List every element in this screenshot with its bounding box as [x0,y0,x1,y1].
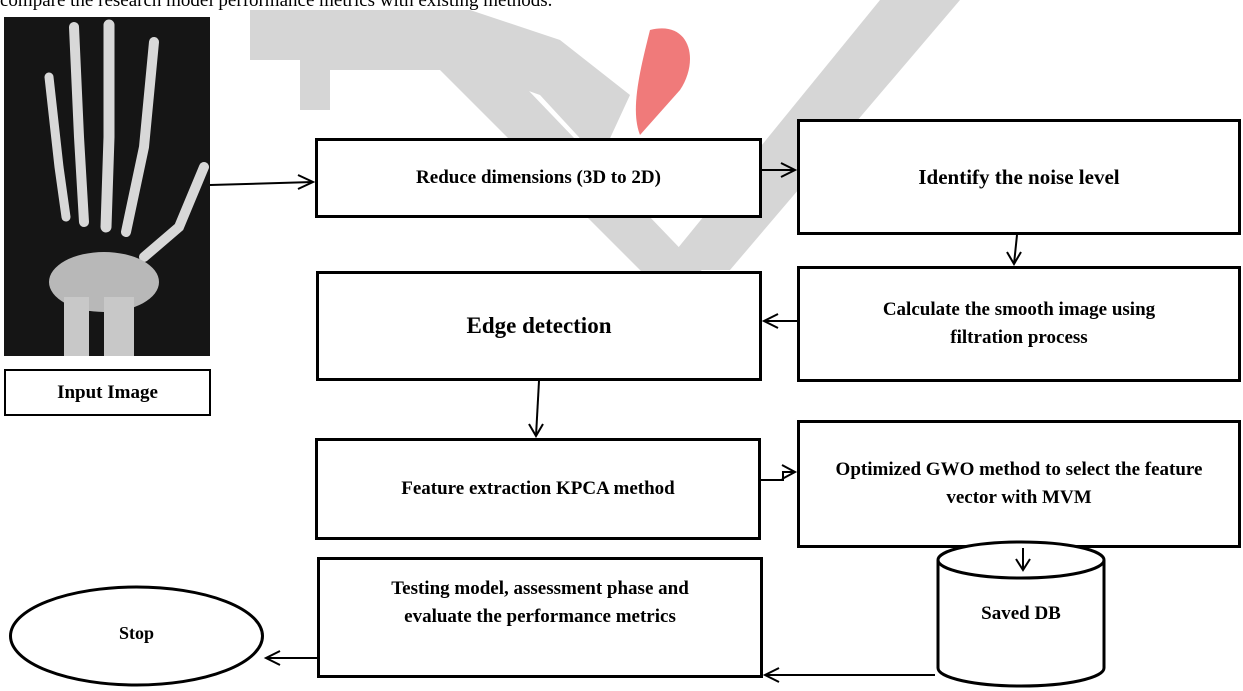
smooth-image-box: Calculate the smooth image using filtrat… [797,266,1241,382]
header-text: compare the research model performance m… [0,0,553,11]
gwo-select-box: Optimized GWO method to select the featu… [797,420,1241,548]
identify-noise-box: Identify the noise level [797,119,1241,235]
saved-db-label: Saved DB [981,603,1061,624]
stop-label: Stop [118,623,154,643]
input-image-label: Input Image [4,369,211,416]
hand-xray-image [4,17,210,356]
edge-detection-box: Edge detection [316,271,762,381]
testing-model-box: Testing model, assessment phase and eval… [317,557,763,678]
feature-extraction-box: Feature extraction KPCA method [315,438,761,540]
reduce-dimensions-box: Reduce dimensions (3D to 2D) [315,138,762,218]
stop-terminal [9,585,264,687]
